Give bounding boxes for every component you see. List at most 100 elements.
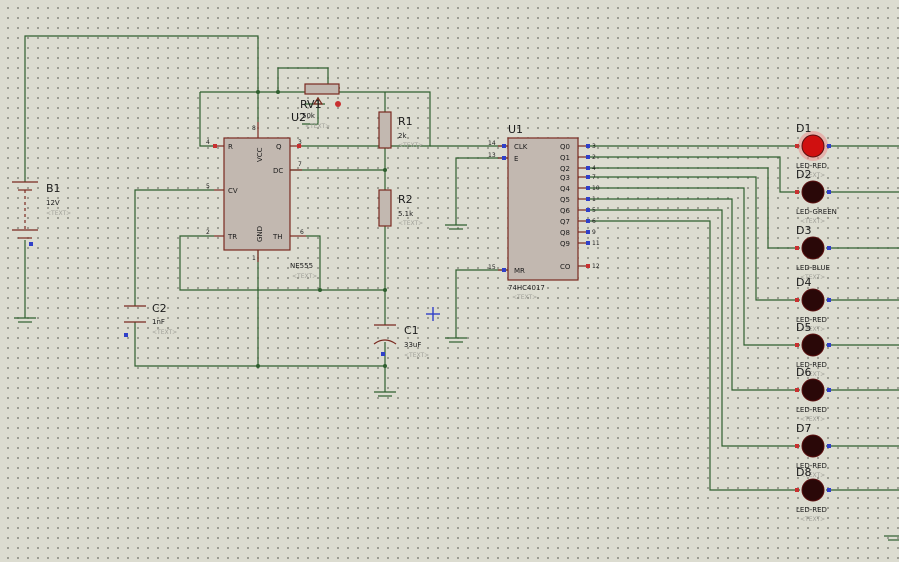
ground-icon (884, 535, 899, 541)
pin-label-vcc: VCC (256, 147, 264, 162)
pin-number: 9 (592, 229, 596, 236)
pin-marker (586, 144, 590, 148)
pin-marker (502, 268, 506, 272)
pin-marker (795, 444, 799, 448)
pin-label-r: R (228, 143, 233, 151)
pin-number: 4 (592, 165, 596, 172)
pin-label: Q5 (560, 196, 570, 204)
pin-label-th: TH (272, 233, 283, 241)
wires (24, 35, 899, 491)
pin-label-gnd: GND (256, 226, 264, 242)
pin-marker (827, 488, 831, 492)
led-ref: D8 (796, 466, 811, 479)
pin-label: MR (514, 267, 525, 275)
resistor-r1[interactable]: R1 2k <TEXT> (378, 111, 423, 149)
pin-marker (586, 186, 590, 190)
crosshair-icon (426, 307, 440, 321)
r2-ref: R2 (398, 193, 413, 206)
led-text: <TEXT> (800, 416, 825, 423)
pin-label: E (514, 155, 518, 163)
c2-ref: C2 (152, 302, 167, 315)
led-bulb-icon (801, 134, 825, 158)
pin-marker (586, 166, 590, 170)
pin-number: 1 (252, 255, 256, 262)
pin-marker (502, 156, 506, 160)
pin-marker (795, 298, 799, 302)
pot-value: 50k (302, 112, 316, 120)
pin-marker (795, 246, 799, 250)
pin-marker (795, 190, 799, 194)
led-text: <TEXT> (800, 218, 825, 225)
r2-value: 5.1k (398, 210, 414, 218)
ground-icon (374, 391, 396, 397)
c2-text: <TEXT> (152, 329, 177, 336)
r1-ref: R1 (398, 115, 413, 128)
led-bulb-icon (801, 478, 825, 502)
pin-marker (827, 246, 831, 250)
pin-label: CO (560, 263, 571, 271)
led-type: LED-RED (796, 506, 827, 514)
pin-label-q: Q (276, 143, 282, 151)
capacitor-c1[interactable]: C1 33uF <TEXT> (373, 324, 429, 359)
pin-marker (586, 175, 590, 179)
pin-number: 7 (592, 174, 596, 181)
battery-b1[interactable]: B1 12V <TEXT> (12, 181, 71, 246)
pin-number: 13 (488, 152, 496, 159)
pin-number: 5 (592, 207, 596, 214)
pin-number: 11 (592, 240, 600, 247)
pin-label-dc: DC (273, 167, 283, 175)
pin-label: Q8 (560, 229, 570, 237)
led-type: LED-RED (796, 316, 827, 324)
pin-marker (795, 343, 799, 347)
pin-marker (827, 190, 831, 194)
led-ref: D4 (796, 276, 811, 289)
timer-u2[interactable]: R CV TR Q DC TH VCC GND 4 5 2 3 7 6 8 1 … (206, 111, 317, 280)
led-type: LED-BLUE (796, 264, 830, 272)
led-text: <TEXT> (800, 274, 825, 281)
pin-marker (586, 230, 590, 234)
r2-text: <TEXT> (398, 220, 423, 227)
c2-value: 1nF (152, 318, 165, 326)
pin-number: 6 (592, 218, 596, 225)
pin-marker (297, 144, 301, 148)
led-text: <TEXT> (800, 516, 825, 523)
led-type: LED-RED (796, 406, 827, 414)
led-ref: D6 (796, 366, 811, 379)
c1-text: <TEXT> (404, 352, 429, 359)
potentiometer-rv1[interactable]: RV1 50k <TEXT> (300, 83, 341, 130)
led-type: LED-GREEN (796, 208, 837, 216)
pin-label: Q6 (560, 207, 571, 215)
pin-marker (827, 144, 831, 148)
pin-number: 1 (592, 196, 596, 203)
ground-icon (445, 337, 467, 343)
ground-icon (14, 317, 36, 323)
led-array: D1LED-RED<TEXT>D2LED-GREEN<TEXT>D3LED-BL… (795, 122, 837, 523)
counter-ref: U1 (508, 123, 523, 136)
pin-label: Q3 (560, 174, 570, 182)
pin-label: Q7 (560, 218, 570, 226)
pin-number: 2 (206, 229, 210, 236)
pin-number: 15 (488, 264, 496, 271)
led-text: <TEXT> (800, 326, 825, 333)
pin-number: 3 (592, 143, 596, 150)
pin-label: Q4 (560, 185, 571, 193)
battery-ref: B1 (46, 182, 61, 195)
resistor-r2[interactable]: R2 5.1k <TEXT> (378, 189, 423, 227)
pin-marker (795, 144, 799, 148)
pin-marker (795, 388, 799, 392)
r1-text: <TEXT> (398, 142, 423, 149)
timer-text: <TEXT> (292, 273, 317, 280)
capacitor-c2[interactable]: C2 1nF <TEXT> (124, 302, 177, 337)
